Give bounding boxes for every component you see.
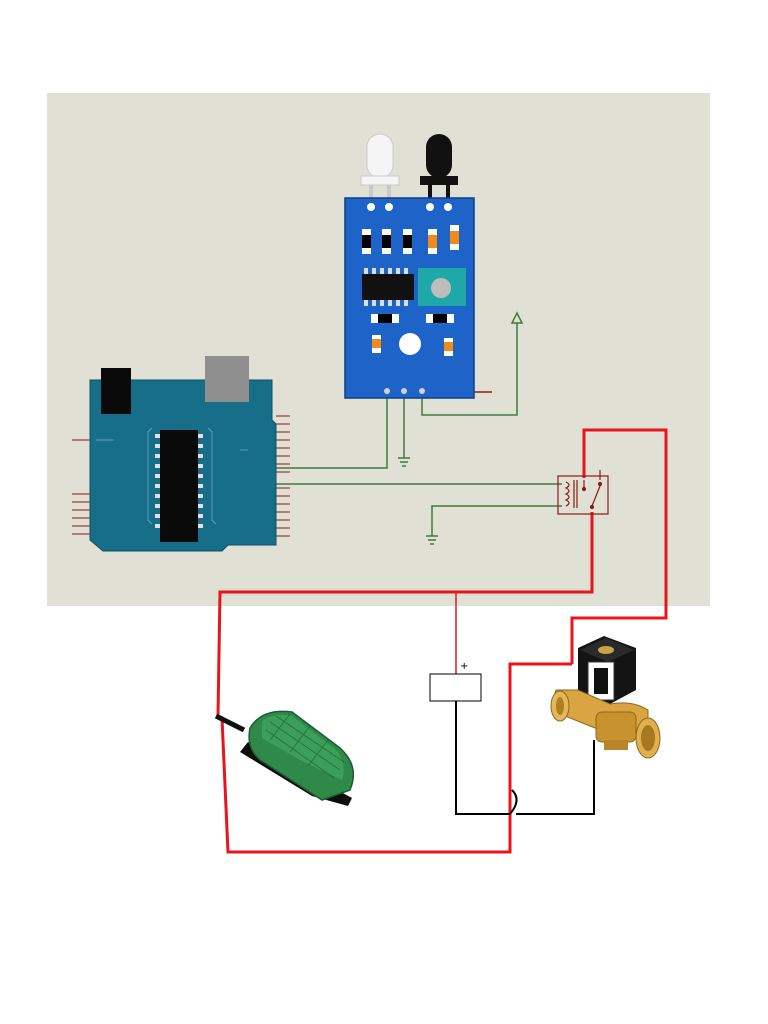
usb-port-icon (205, 356, 249, 402)
microcontroller-chip-icon (160, 430, 198, 542)
ground-icon (426, 535, 438, 545)
solenoid-valve-icon (550, 636, 661, 759)
relay-icon (557, 470, 609, 515)
ground-icon (398, 457, 410, 467)
battery-positive-label: + (460, 661, 468, 672)
microcontroller-board-icon (72, 356, 290, 552)
foot-pedal-icon (214, 710, 355, 806)
ir-receiver-led-icon (420, 134, 458, 205)
signal-wires (276, 320, 562, 536)
power-terminal-icon (510, 311, 524, 324)
sensor-out-to-controller-wire (276, 392, 388, 469)
ir-emitter-led-icon (360, 133, 400, 205)
relay-to-main-bus-wire (216, 512, 594, 717)
power-jack-icon (101, 368, 131, 414)
battery-icon: + (429, 661, 482, 702)
relay-to-valve-wire (570, 428, 668, 664)
return-wires (455, 701, 595, 815)
sensor-vcc-wire (421, 320, 518, 416)
relay-coil-to-ground-wire (431, 505, 562, 536)
ir-sensor-module-icon (344, 133, 492, 399)
